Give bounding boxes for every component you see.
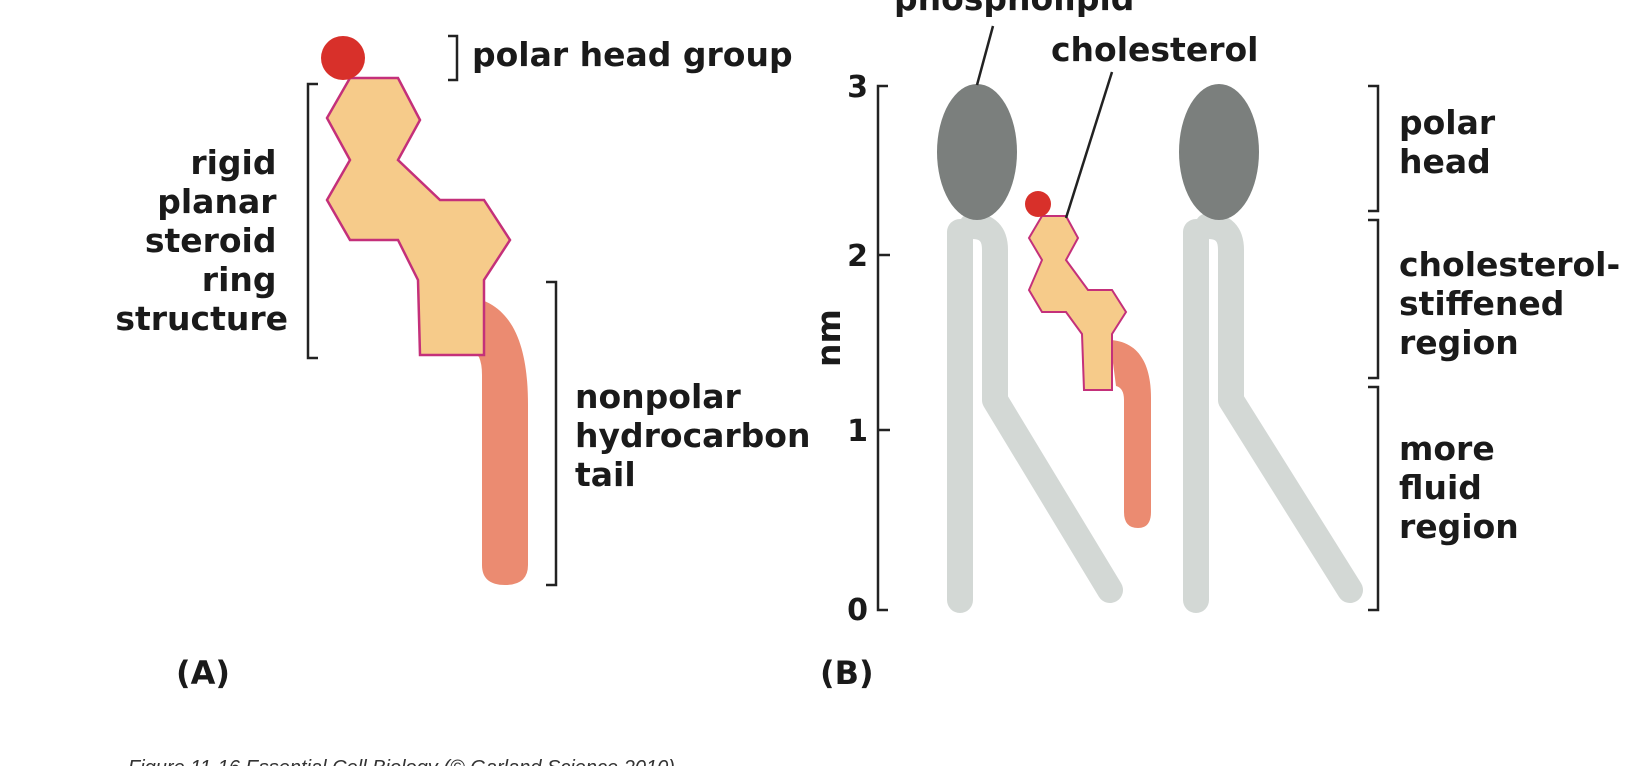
ring-structure-label: rigid planar steroid ring structure [115,143,288,338]
phospholipid-right-tail-kinked [1195,213,1363,603]
figure-caption: Figure 11-16 Essential Cell Biology (© G… [128,757,675,766]
stiffened-region-bracket [1368,218,1380,380]
panel-b: 0 1 2 3 nm phospholipid cholesterol [809,0,1632,692]
membrane-cholesterol-head [1025,191,1051,217]
tick-label-2: 2 [847,239,868,274]
head-group-bracket [448,34,459,82]
polar-head-group-circle [321,36,365,80]
cholesterol-callout-line [1064,71,1114,219]
panel-a: polar head group rigid planar steroid ri… [115,34,822,692]
fluid-region-label: more fluid region [1399,429,1519,546]
tick-label-0: 0 [847,593,868,628]
stiffened-region-label: cholesterol- stiffened region [1399,245,1632,362]
phospholipid-right [1179,84,1363,613]
nm-axis [876,84,888,612]
steroid-ring-structure [325,76,512,357]
tail-label: nonpolar hydrocarbon tail [575,377,822,494]
polar-head-region-label: polar head [1399,103,1507,181]
cholesterol-tail [460,296,528,585]
membrane-cholesterol-rings [1027,215,1128,391]
tail-bracket [546,280,558,587]
polar-head-bracket [1368,84,1380,213]
axis-unit-label: nm [809,309,848,367]
phospholipid-left [937,84,1123,613]
membrane-cholesterol [1025,191,1151,528]
membrane-cholesterol-tail [1110,340,1151,528]
phospholipid-left-tail-kinked [959,213,1123,603]
panel-b-tag: (B) [820,654,874,692]
panel-a-tag: (A) [176,654,230,692]
phospholipid-label: phospholipid [894,0,1134,18]
phospholipid-right-head [1179,84,1259,220]
fluid-region-bracket [1368,385,1380,612]
polar-head-group-label: polar head group [472,35,793,74]
cholesterol-label: cholesterol [1051,30,1258,69]
phospholipid-callout-line [975,25,995,86]
tick-label-3: 3 [847,70,868,105]
phospholipid-left-head [937,84,1017,220]
tick-label-1: 1 [847,414,868,449]
ring-structure-bracket [306,82,318,360]
